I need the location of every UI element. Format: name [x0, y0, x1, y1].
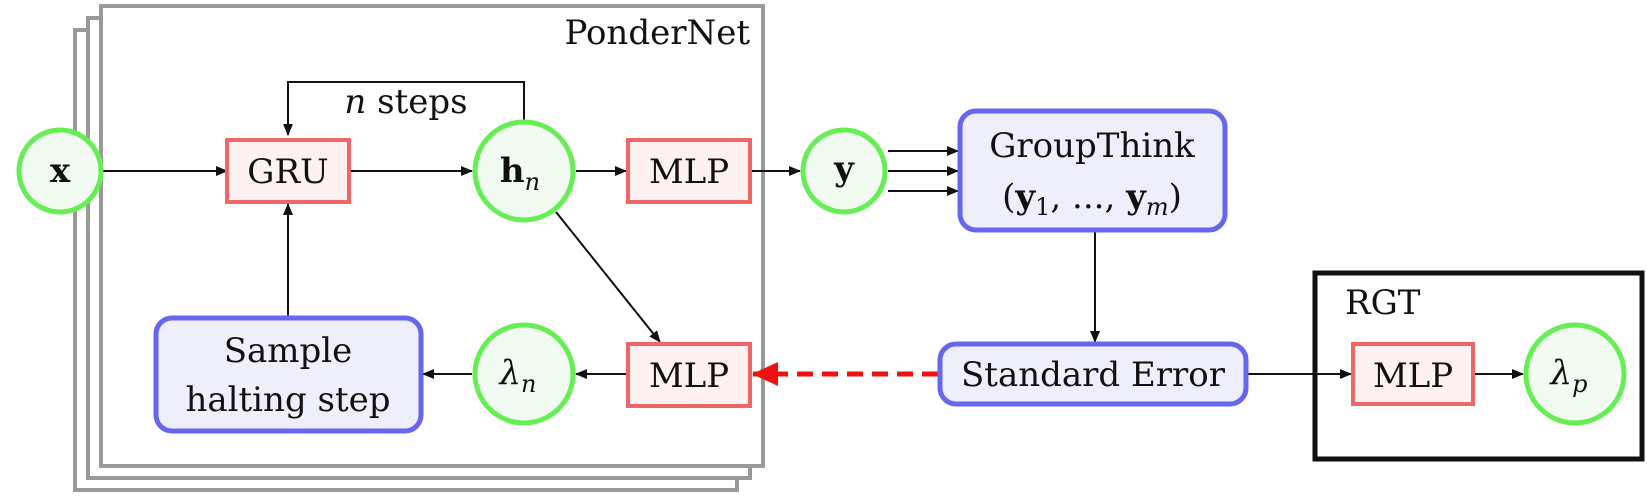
loop-label: n steps: [344, 82, 467, 122]
pondernet-title: PonderNet: [564, 13, 750, 53]
groupthink-title: GroupThink: [989, 126, 1195, 166]
node-y-label: y: [833, 149, 855, 189]
node-gru-label: GRU: [247, 152, 328, 192]
node-x: x: [16, 127, 104, 215]
node-standard-error: Standard Error: [937, 341, 1249, 407]
standard-error-label: Standard Error: [961, 355, 1226, 395]
groupthink-args: (y1, ..., ym): [1002, 177, 1182, 221]
node-lambda-p: λp: [1523, 322, 1627, 426]
sample-line1: Sample: [224, 331, 353, 371]
node-lambda-n: λn: [472, 322, 576, 426]
node-mlp-rgt-label: MLP: [1373, 356, 1453, 396]
node-gru: GRU: [225, 138, 351, 204]
node-h: hn: [472, 119, 576, 223]
edges: [103, 81, 1524, 379]
edge-h-to-mlp-bottom: [555, 211, 661, 343]
node-sample-halting: Sample halting step: [153, 315, 424, 434]
node-mlp-bottom-label: MLP: [649, 356, 729, 396]
node-mlp-top-label: MLP: [649, 152, 729, 192]
node-h-label: hn: [500, 151, 540, 196]
node-mlp-bottom: MLP: [626, 342, 752, 408]
sample-line2: halting step: [185, 380, 390, 420]
node-x-label: x: [50, 151, 71, 191]
edge-h-loop-to-gru: [283, 81, 525, 136]
node-lambda-p-label: λp: [1549, 353, 1588, 398]
node-lambda-n-label: λn: [497, 353, 536, 398]
node-groupthink: GroupThink (y1, ..., ym): [957, 108, 1228, 233]
node-mlp-top: MLP: [626, 138, 752, 204]
node-mlp-rgt: MLP: [1351, 342, 1475, 406]
rgt-title: RGT: [1345, 283, 1421, 323]
node-y: y: [800, 127, 888, 215]
